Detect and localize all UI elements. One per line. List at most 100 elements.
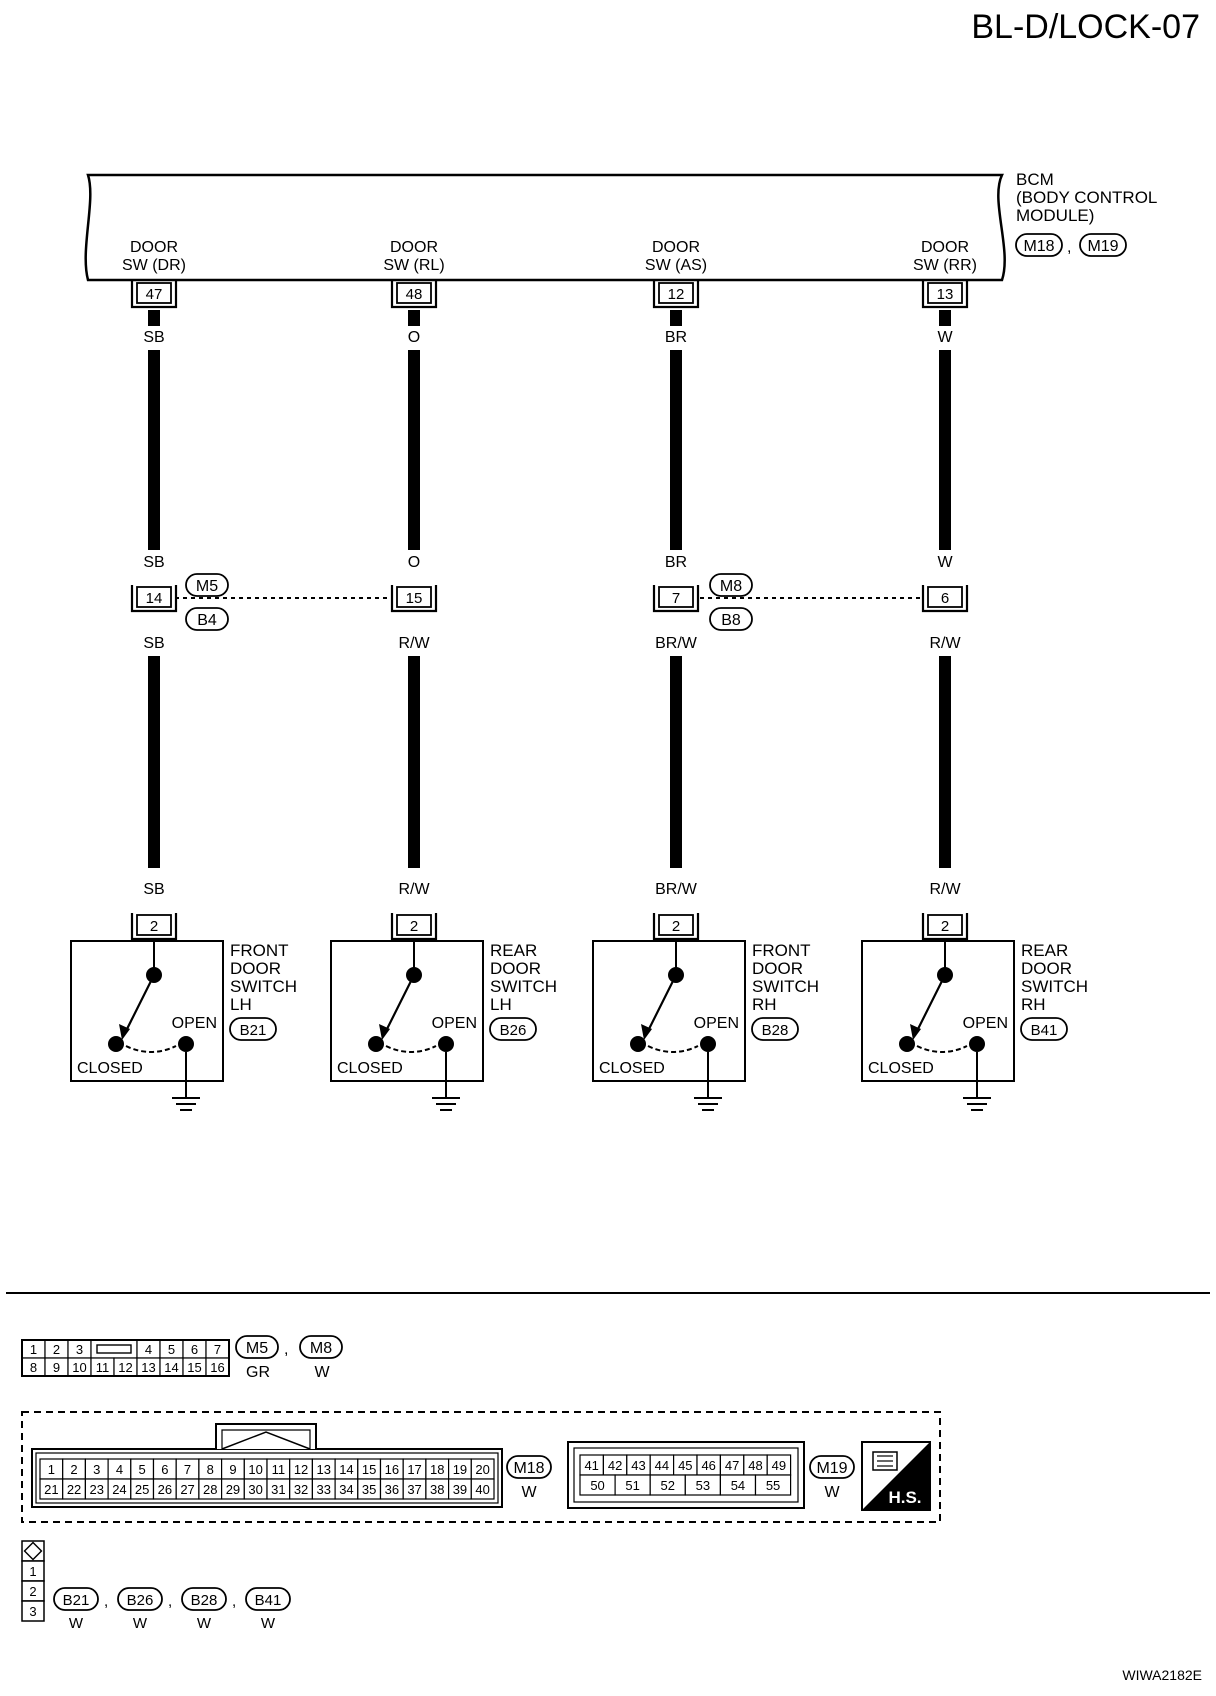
- svg-text:7: 7: [672, 590, 680, 607]
- svg-text:M5: M5: [196, 578, 218, 595]
- bcm-connector-separator: ,: [1067, 239, 1071, 256]
- open-contact: [178, 1036, 194, 1052]
- wire-color-label: SB: [143, 329, 164, 346]
- svg-text:4: 4: [116, 1462, 123, 1477]
- switch-name-line: REAR: [490, 941, 537, 960]
- closed-label: CLOSED: [599, 1060, 665, 1077]
- svg-text:12: 12: [668, 286, 685, 303]
- switch-connector-badge: B41: [1020, 1017, 1068, 1041]
- bcm-terminal-label: SW (DR): [122, 257, 186, 274]
- svg-text:B26: B26: [500, 1022, 527, 1039]
- svg-text:33: 33: [317, 1482, 331, 1497]
- svg-text:31: 31: [271, 1482, 285, 1497]
- wire-color-label: R/W: [398, 881, 430, 898]
- wire-color-label: SB: [143, 881, 164, 898]
- bcm-terminal-label: SW (RL): [383, 257, 444, 274]
- svg-text:25: 25: [135, 1482, 149, 1497]
- svg-text:2: 2: [410, 918, 418, 935]
- svg-text:22: 22: [67, 1482, 81, 1497]
- wire-color-label: SB: [143, 554, 164, 571]
- bcm-terminal-label: SW (RR): [913, 257, 977, 274]
- svg-text:8: 8: [30, 1360, 37, 1375]
- wire-color-label: R/W: [929, 881, 961, 898]
- page-title: BL-D/LOCK-07: [971, 8, 1200, 46]
- svg-text:16: 16: [385, 1462, 399, 1477]
- svg-text:9: 9: [229, 1462, 236, 1477]
- wire-color-label: O: [408, 329, 420, 346]
- svg-text:40: 40: [475, 1482, 489, 1497]
- svg-text:54: 54: [731, 1478, 745, 1493]
- switch-name-line: FRONT: [230, 941, 289, 960]
- joint-connector-badge-m8: M8: [709, 573, 753, 597]
- svg-text:13: 13: [317, 1462, 331, 1477]
- svg-text:5: 5: [139, 1462, 146, 1477]
- svg-text:35: 35: [362, 1482, 376, 1497]
- wire-segment: [939, 656, 951, 868]
- svg-text:42: 42: [608, 1458, 622, 1473]
- open-contact: [438, 1036, 454, 1052]
- wire-color-label: R/W: [929, 635, 961, 652]
- svg-text:5: 5: [168, 1342, 175, 1357]
- svg-text:12: 12: [118, 1360, 132, 1375]
- svg-text:13: 13: [141, 1360, 155, 1375]
- svg-text:11: 11: [272, 1462, 286, 1477]
- switch-pin-2: 2: [390, 913, 438, 941]
- ground-icon: [172, 1097, 200, 1111]
- svg-text:6: 6: [191, 1342, 198, 1357]
- open-label: OPEN: [172, 1015, 217, 1032]
- bcm-connector-badge-m18: M18: [1015, 233, 1063, 257]
- svg-text:28: 28: [203, 1482, 217, 1497]
- ground-icon: [694, 1097, 722, 1111]
- bcm-connector-badge-m19: M19: [1079, 233, 1127, 257]
- svg-text:B41: B41: [255, 1592, 282, 1609]
- svg-text:2: 2: [150, 918, 158, 935]
- svg-text:46: 46: [701, 1458, 715, 1473]
- joint-pin-7: 7: [652, 585, 700, 613]
- wire-color-label: W: [937, 554, 953, 571]
- svg-text:B21: B21: [63, 1592, 90, 1609]
- svg-text:2: 2: [672, 918, 680, 935]
- legend-separator: ,: [168, 1593, 172, 1610]
- wire-segment: [939, 350, 951, 550]
- svg-text:50: 50: [590, 1478, 604, 1493]
- svg-text:7: 7: [184, 1462, 191, 1477]
- bcm-pin-47: 47: [130, 281, 178, 309]
- svg-text:30: 30: [248, 1482, 262, 1497]
- ground-icon: [432, 1097, 460, 1111]
- legend-badge-m19: M19: [809, 1455, 855, 1479]
- svg-text:1: 1: [48, 1462, 55, 1477]
- svg-text:3: 3: [29, 1604, 36, 1619]
- svg-text:2: 2: [941, 918, 949, 935]
- bcm-module: BCM (BODY CONTROL MODULE) M18 , M19: [84, 170, 1157, 282]
- switch-pin-2: 2: [921, 913, 969, 941]
- open-label: OPEN: [963, 1015, 1008, 1032]
- svg-text:24: 24: [112, 1482, 126, 1497]
- svg-text:10: 10: [72, 1360, 86, 1375]
- svg-text:1: 1: [30, 1342, 37, 1357]
- svg-text:M18: M18: [513, 1460, 544, 1477]
- closed-contact: [368, 1036, 384, 1052]
- legend-color-m19: W: [824, 1484, 840, 1501]
- ground-icon: [963, 1097, 991, 1111]
- svg-text:37: 37: [407, 1482, 421, 1497]
- svg-text:B41: B41: [1031, 1022, 1058, 1039]
- svg-text:29: 29: [226, 1482, 240, 1497]
- wire-color-label: BR: [665, 329, 687, 346]
- bcm-label-line-1: BCM: [1016, 170, 1054, 189]
- wire-color-label: W: [937, 329, 953, 346]
- open-label: OPEN: [432, 1015, 477, 1032]
- switch-connector-badge: B28: [751, 1017, 799, 1041]
- bcm-terminal-label: DOOR: [652, 239, 700, 256]
- svg-text:52: 52: [661, 1478, 675, 1493]
- switch-connector-badge: B26: [489, 1017, 537, 1041]
- svg-text:M18: M18: [1023, 238, 1054, 255]
- svg-text:20: 20: [475, 1462, 489, 1477]
- bcm-terminal-label: DOOR: [390, 239, 438, 256]
- svg-text:38: 38: [430, 1482, 444, 1497]
